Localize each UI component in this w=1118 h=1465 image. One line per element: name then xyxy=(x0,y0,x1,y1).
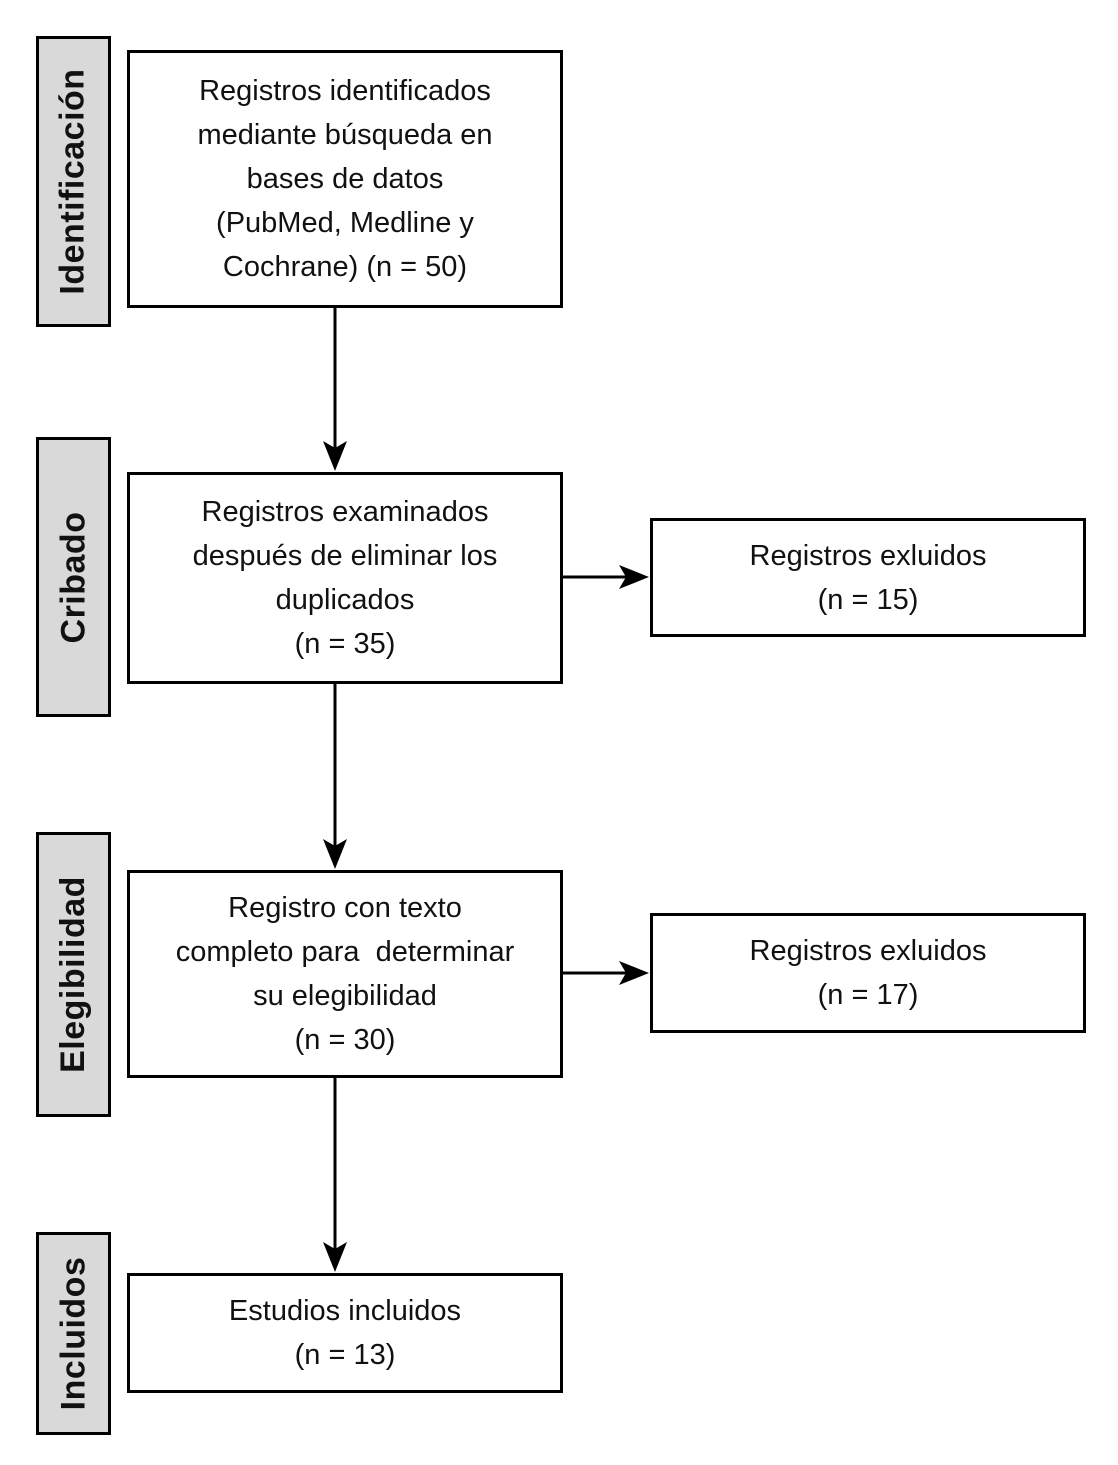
box-records-excluded-eligibility-text: Registros exluidos (n = 17) xyxy=(749,935,987,1011)
stage-bar-screening: Cribado xyxy=(36,437,111,717)
arrow-fulltext-to-excluded xyxy=(563,961,649,985)
stage-label-included: Incluidos xyxy=(54,1256,93,1411)
box-records-excluded-screening-text: Registros exluidos (n = 15) xyxy=(749,539,987,616)
box-records-screened: Registros examinados después de eliminar… xyxy=(127,472,563,684)
box-records-identified: Registros identificados mediante búsqued… xyxy=(127,50,563,308)
arrow-screened-to-fulltext xyxy=(323,684,347,869)
stage-label-eligibility: Elegibilidad xyxy=(54,876,92,1073)
box-studies-included-text: Estudios incluidos (n = 13) xyxy=(228,1295,462,1371)
stage-bar-eligibility: Elegibilidad xyxy=(36,832,111,1117)
arrow-screened-to-excluded xyxy=(563,565,649,589)
box-records-identified-text: Registros identificados mediante búsqued… xyxy=(197,75,493,283)
arrow-identified-to-screened xyxy=(323,308,347,471)
box-records-excluded-screening: Registros exluidos (n = 15) xyxy=(650,518,1086,637)
stage-label-identification: Identificación xyxy=(54,68,93,295)
box-records-excluded-eligibility: Registros exluidos (n = 17) xyxy=(650,913,1086,1033)
box-fulltext-assessed-text: Registro con texto completo para determi… xyxy=(175,892,515,1056)
stage-bar-included: Incluidos xyxy=(36,1232,111,1435)
stage-bar-identification: Identificación xyxy=(36,36,111,327)
box-studies-included: Estudios incluidos (n = 13) xyxy=(127,1273,563,1393)
stage-label-screening: Cribado xyxy=(54,511,93,643)
box-fulltext-assessed: Registro con texto completo para determi… xyxy=(127,870,563,1078)
box-records-screened-text: Registros examinados después de eliminar… xyxy=(192,496,498,660)
arrow-fulltext-to-included xyxy=(323,1078,347,1272)
